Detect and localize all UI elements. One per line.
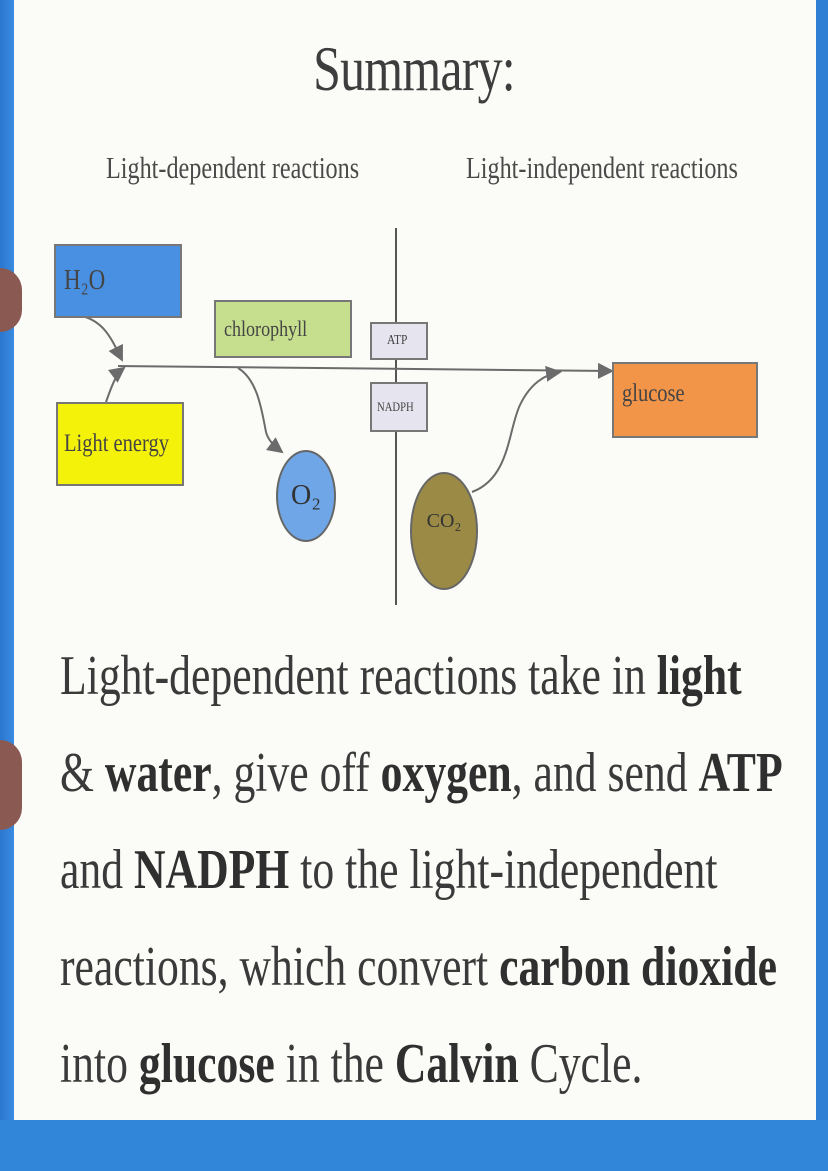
keyword-atp: ATP [698, 742, 783, 804]
keyword-oxygen: oxygen [380, 742, 512, 804]
atp-label: ATP [386, 333, 407, 348]
summary-text: Light-dependent reactions take in [60, 645, 657, 707]
main-arrow [117, 362, 614, 379]
keyword-nadph: NADPH [133, 839, 290, 901]
summary-text: & [60, 742, 105, 804]
screen-bottom-edge [0, 1120, 828, 1171]
summary-line-2: & water, give off oxygen, and send ATP [60, 725, 783, 822]
h2o-box: H₂O [54, 244, 182, 318]
o2-circle: O₂ [276, 450, 336, 542]
light-energy-box: Light energy [56, 402, 184, 486]
chlorophyll-label: chlorophyll [224, 316, 308, 341]
chlorophyll-box: chlorophyll [214, 300, 352, 358]
light-independent-label: Light-independent reactions [466, 150, 738, 185]
summary-text: reactions, which convert [60, 936, 500, 998]
co2-label: CO₂ [426, 510, 462, 532]
light-energy-label: Light energy [64, 430, 169, 457]
summary-line-1: Light-dependent reactions take in light [60, 628, 742, 725]
keyword-water: water [104, 742, 212, 804]
co2-arrow [471, 365, 562, 493]
summary-text: in the [274, 1033, 395, 1095]
summary-text: , give off [211, 742, 381, 804]
summary-line-5: into glucose in the Calvin Cycle. [60, 1016, 653, 1113]
keyword-glucose: glucose [138, 1033, 275, 1095]
slide-title: Summary: [313, 33, 516, 104]
summary-line-3: and NADPH to the light-independent [60, 822, 717, 919]
summary-text: to the light-independent [289, 839, 718, 901]
keyword-calvin: Calvin [394, 1033, 519, 1095]
nadph-box: NADPH [370, 382, 428, 432]
o2-arrow [237, 367, 284, 454]
summary-text: into [60, 1033, 139, 1095]
light-energy-arrow [105, 366, 126, 403]
keyword-carbon-dioxide: carbon dioxide [499, 936, 777, 998]
h2o-arrow [81, 315, 123, 362]
left-marker-bottom [0, 740, 22, 830]
atp-box: ATP [370, 322, 428, 360]
summary-line-4: reactions, which convert carbon dioxide [60, 919, 777, 1016]
glucose-label: glucose [622, 380, 685, 407]
co2-circle: CO₂ [410, 472, 478, 590]
diagram-connectors [81, 228, 614, 605]
keyword-light: light [656, 645, 742, 707]
glucose-box: glucose [612, 362, 758, 438]
summary-text: Cycle. [518, 1033, 643, 1095]
left-marker-top [0, 268, 22, 332]
h2o-label: H₂O [64, 265, 106, 296]
summary-text: , and send [511, 742, 699, 804]
summary-paragraph: Light-dependent reactions take in light … [60, 628, 820, 1113]
o2-label: O₂ [291, 480, 321, 511]
summary-text: and [60, 839, 134, 901]
nadph-label: NADPH [376, 399, 414, 414]
light-dependent-label: Light-dependent reactions [106, 150, 360, 185]
slide [14, 0, 816, 1140]
